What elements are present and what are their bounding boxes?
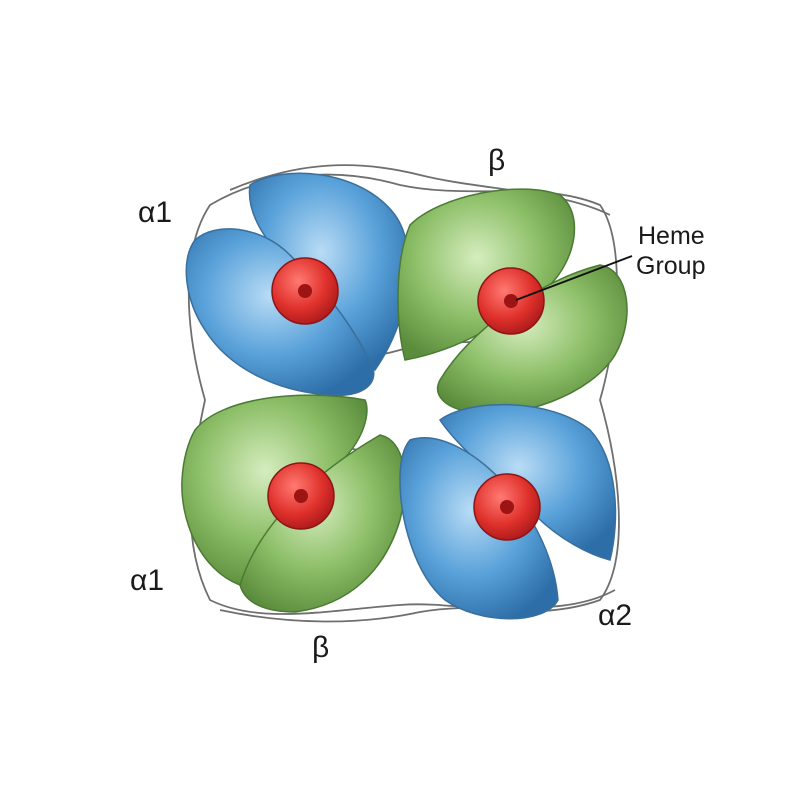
heme-group-top-left [271, 257, 339, 325]
heme-group-bottom-right [473, 473, 541, 541]
label-beta-top: β [488, 144, 505, 177]
beta-subunit-top-right [397, 188, 628, 415]
label-alpha1-bottom-left: α1 [130, 564, 164, 597]
label-alpha1-top-left: α1 [138, 196, 172, 229]
label-alpha2-bottom-right: α2 [598, 599, 632, 632]
label-heme-line2: Group [636, 252, 705, 280]
label-beta-bottom: β [312, 631, 329, 664]
heme-group-bottom-left [267, 462, 335, 530]
alpha2-lobe-lower [399, 437, 559, 620]
label-heme-line1: Heme [638, 222, 705, 250]
heme-pointer-line [515, 255, 633, 301]
heme-group-top-right [477, 267, 545, 335]
